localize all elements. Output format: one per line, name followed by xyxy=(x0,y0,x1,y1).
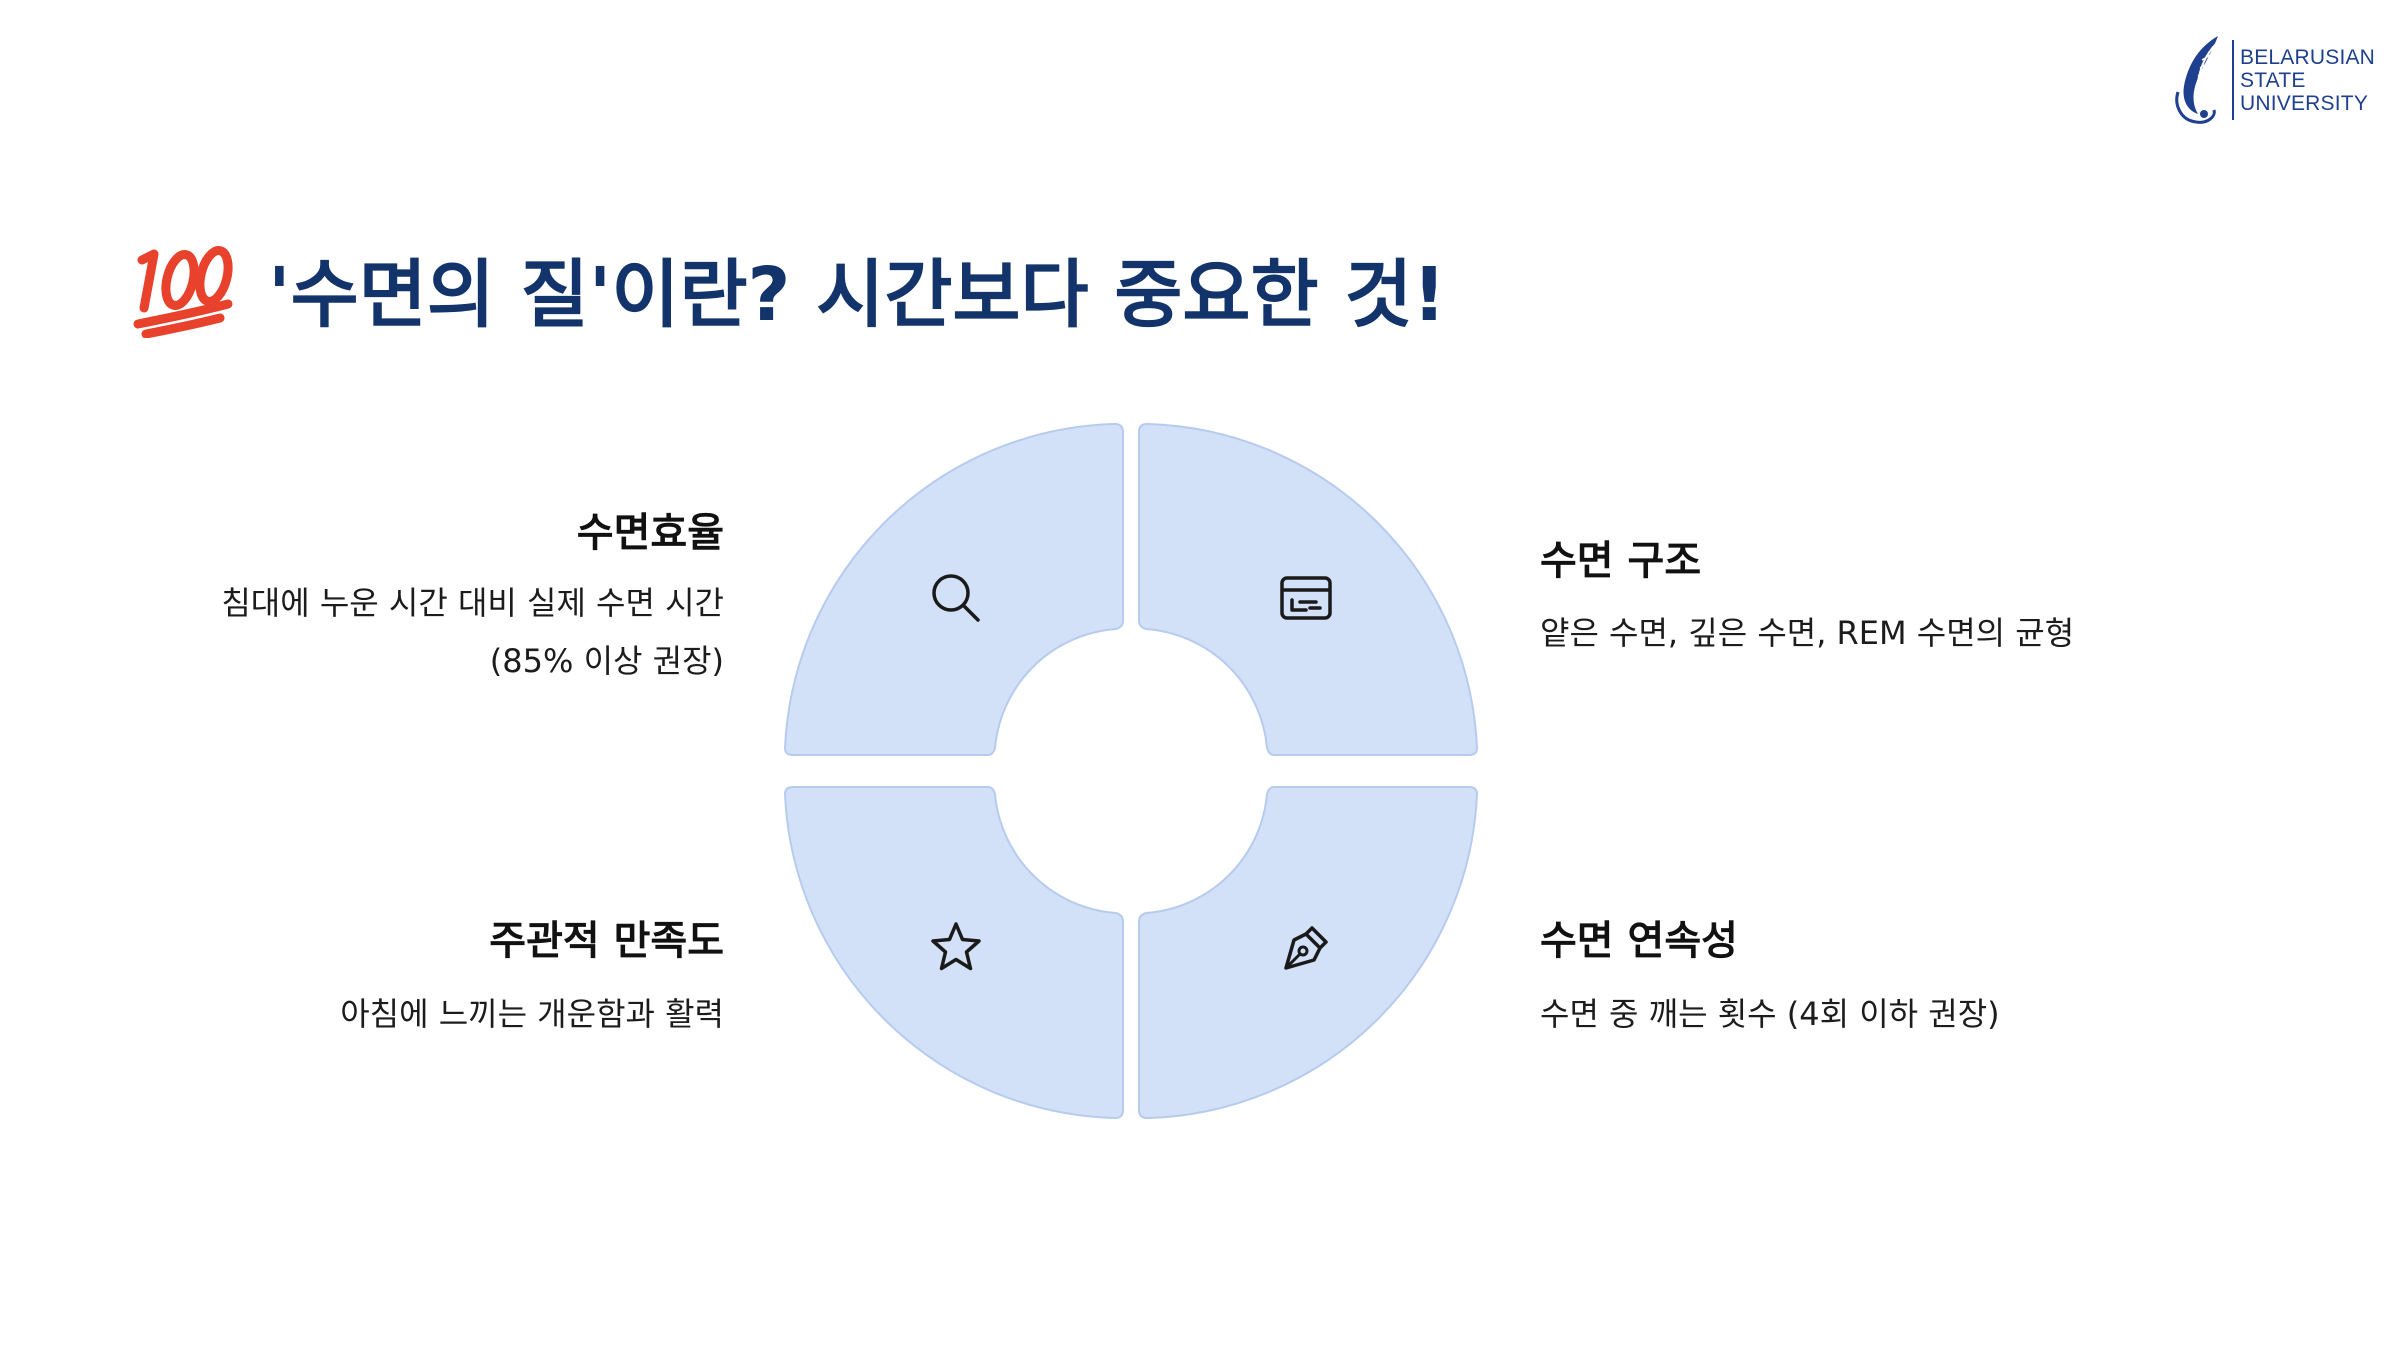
search-icon xyxy=(932,574,980,622)
logo-text: BELARUSIAN STATE UNIVERSITY xyxy=(2240,46,2375,115)
structure-description: 얕은 수면, 깊은 수면, REM 수면의 균형 xyxy=(1540,614,2075,652)
efficiency-description: 침대에 누운 시간 대비 실제 수면 시간 (85% 이상 권장) xyxy=(4,574,724,690)
ring-diagram-svg xyxy=(783,422,1479,1120)
logo-divider xyxy=(2232,40,2234,120)
continuity-description: 수면 중 깨는 횟수 (4회 이하 권장) xyxy=(1540,995,2000,1033)
quadrant-shape-top-left xyxy=(783,422,1124,756)
feather-emblem-icon xyxy=(2175,36,2218,124)
logo-line-3: UNIVERSITY xyxy=(2240,92,2369,115)
university-logo: BELARUSIAN STATE UNIVERSITY xyxy=(2170,30,2380,130)
quadrant-shape-bottom-left xyxy=(783,786,1124,1120)
logo-line-2: STATE xyxy=(2240,69,2306,92)
slide-title-row: '수면의 질'이란? 시간보다 중요한 것! xyxy=(128,238,1446,338)
star-icon xyxy=(931,922,981,971)
structure-title: 수면 구조 xyxy=(1540,538,1702,584)
satisfaction-title: 주관적 만족도 xyxy=(489,918,724,964)
efficiency-desc-line-2: (85% 이상 권장) xyxy=(489,642,724,680)
id-card-icon xyxy=(1280,576,1332,620)
efficiency-desc-line-1: 침대에 누운 시간 대비 실제 수면 시간 xyxy=(221,584,724,622)
hundred-points-icon xyxy=(133,246,233,338)
page-title: '수면의 질'이란? 시간보다 중요한 것! xyxy=(268,251,1447,338)
pen-nib-icon xyxy=(1284,926,1328,970)
continuity-title: 수면 연속성 xyxy=(1540,918,1738,964)
logo-line-1: BELARUSIAN xyxy=(2240,46,2376,69)
sleep-quality-diagram xyxy=(778,418,1484,1124)
satisfaction-description: 아침에 느끼는 개운함과 활력 xyxy=(340,995,724,1033)
efficiency-title: 수면효율 xyxy=(576,510,724,556)
